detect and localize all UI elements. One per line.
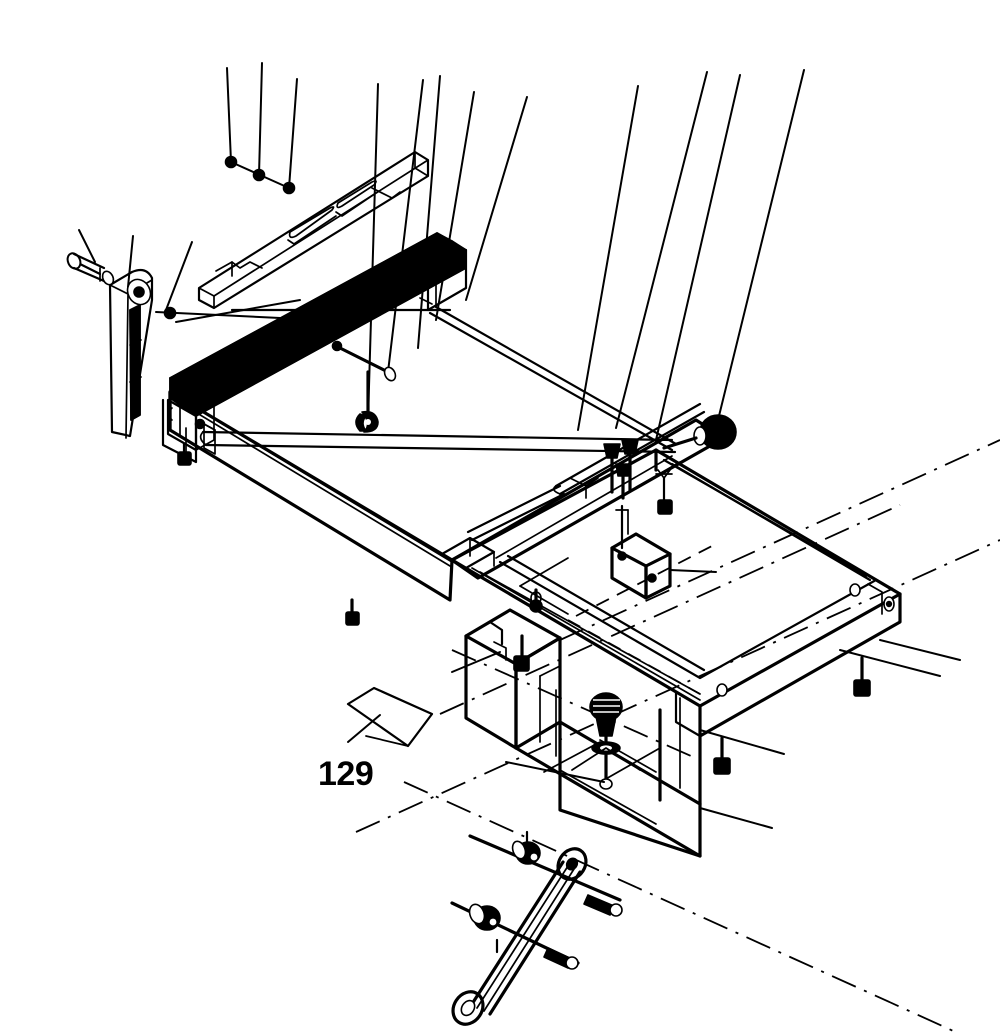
leader-line-center-knob bbox=[505, 761, 605, 783]
cross-rail-assembly bbox=[466, 402, 706, 542]
callout-129: 129 bbox=[318, 755, 374, 793]
leader-line-7 bbox=[435, 91, 475, 321]
frame-leader-lines bbox=[451, 639, 961, 829]
bushing-lower bbox=[468, 903, 501, 931]
leader-line-6 bbox=[417, 75, 441, 349]
socket-screw-1 bbox=[603, 443, 621, 494]
table-frame bbox=[166, 390, 902, 738]
leader-connector-1 bbox=[230, 161, 290, 189]
socket-screw-3 bbox=[615, 463, 631, 500]
hidden-detail-lines bbox=[519, 545, 713, 695]
leader-line-cabinet bbox=[699, 807, 773, 829]
knurled-center-knob bbox=[571, 692, 641, 790]
insert-plate bbox=[346, 686, 434, 748]
fence-right-mount bbox=[419, 248, 468, 312]
slide-rods bbox=[199, 305, 678, 454]
leader-line-2 bbox=[258, 62, 263, 176]
leader-line-3 bbox=[288, 78, 298, 189]
leveling-foot-2 bbox=[699, 729, 785, 775]
clevis-pin-upper bbox=[583, 894, 623, 917]
leader-line-cabinet-top bbox=[451, 651, 501, 673]
leader-line-9 bbox=[577, 85, 639, 431]
leveling-foot-3 bbox=[513, 634, 530, 672]
leader-line-1 bbox=[226, 67, 232, 163]
leveling-foot-1 bbox=[839, 649, 941, 697]
leader-line-12 bbox=[717, 69, 805, 421]
leveling-feet bbox=[345, 588, 941, 775]
leader-line-5 bbox=[387, 79, 424, 373]
link-arm-assembly bbox=[450, 830, 623, 1026]
leader-line-15 bbox=[165, 241, 193, 311]
socket-screw-2 bbox=[621, 439, 639, 492]
leveling-foot-4 bbox=[529, 588, 543, 613]
leader-line-14 bbox=[127, 235, 134, 288]
knurled-side-knob bbox=[662, 414, 737, 450]
leader-line-8 bbox=[465, 96, 528, 301]
leveling-foot-5 bbox=[345, 598, 360, 626]
cross-pin bbox=[331, 340, 397, 382]
callout-129-label: 129 bbox=[318, 755, 373, 793]
handle-lever bbox=[66, 252, 154, 439]
e-clip-retainer bbox=[355, 370, 379, 433]
leader-dot-4 bbox=[163, 306, 177, 320]
leader-line-frame-right bbox=[879, 639, 961, 661]
insert-plate-leader bbox=[347, 714, 381, 743]
bushing-upper bbox=[511, 840, 541, 865]
leader-line-13 bbox=[78, 229, 96, 263]
leader-lines-group bbox=[78, 62, 805, 441]
leader-line-11 bbox=[655, 74, 741, 441]
leader-line-10 bbox=[615, 71, 708, 429]
clevis-pin-lower bbox=[543, 947, 579, 970]
slotted-guide-bar bbox=[197, 150, 430, 310]
